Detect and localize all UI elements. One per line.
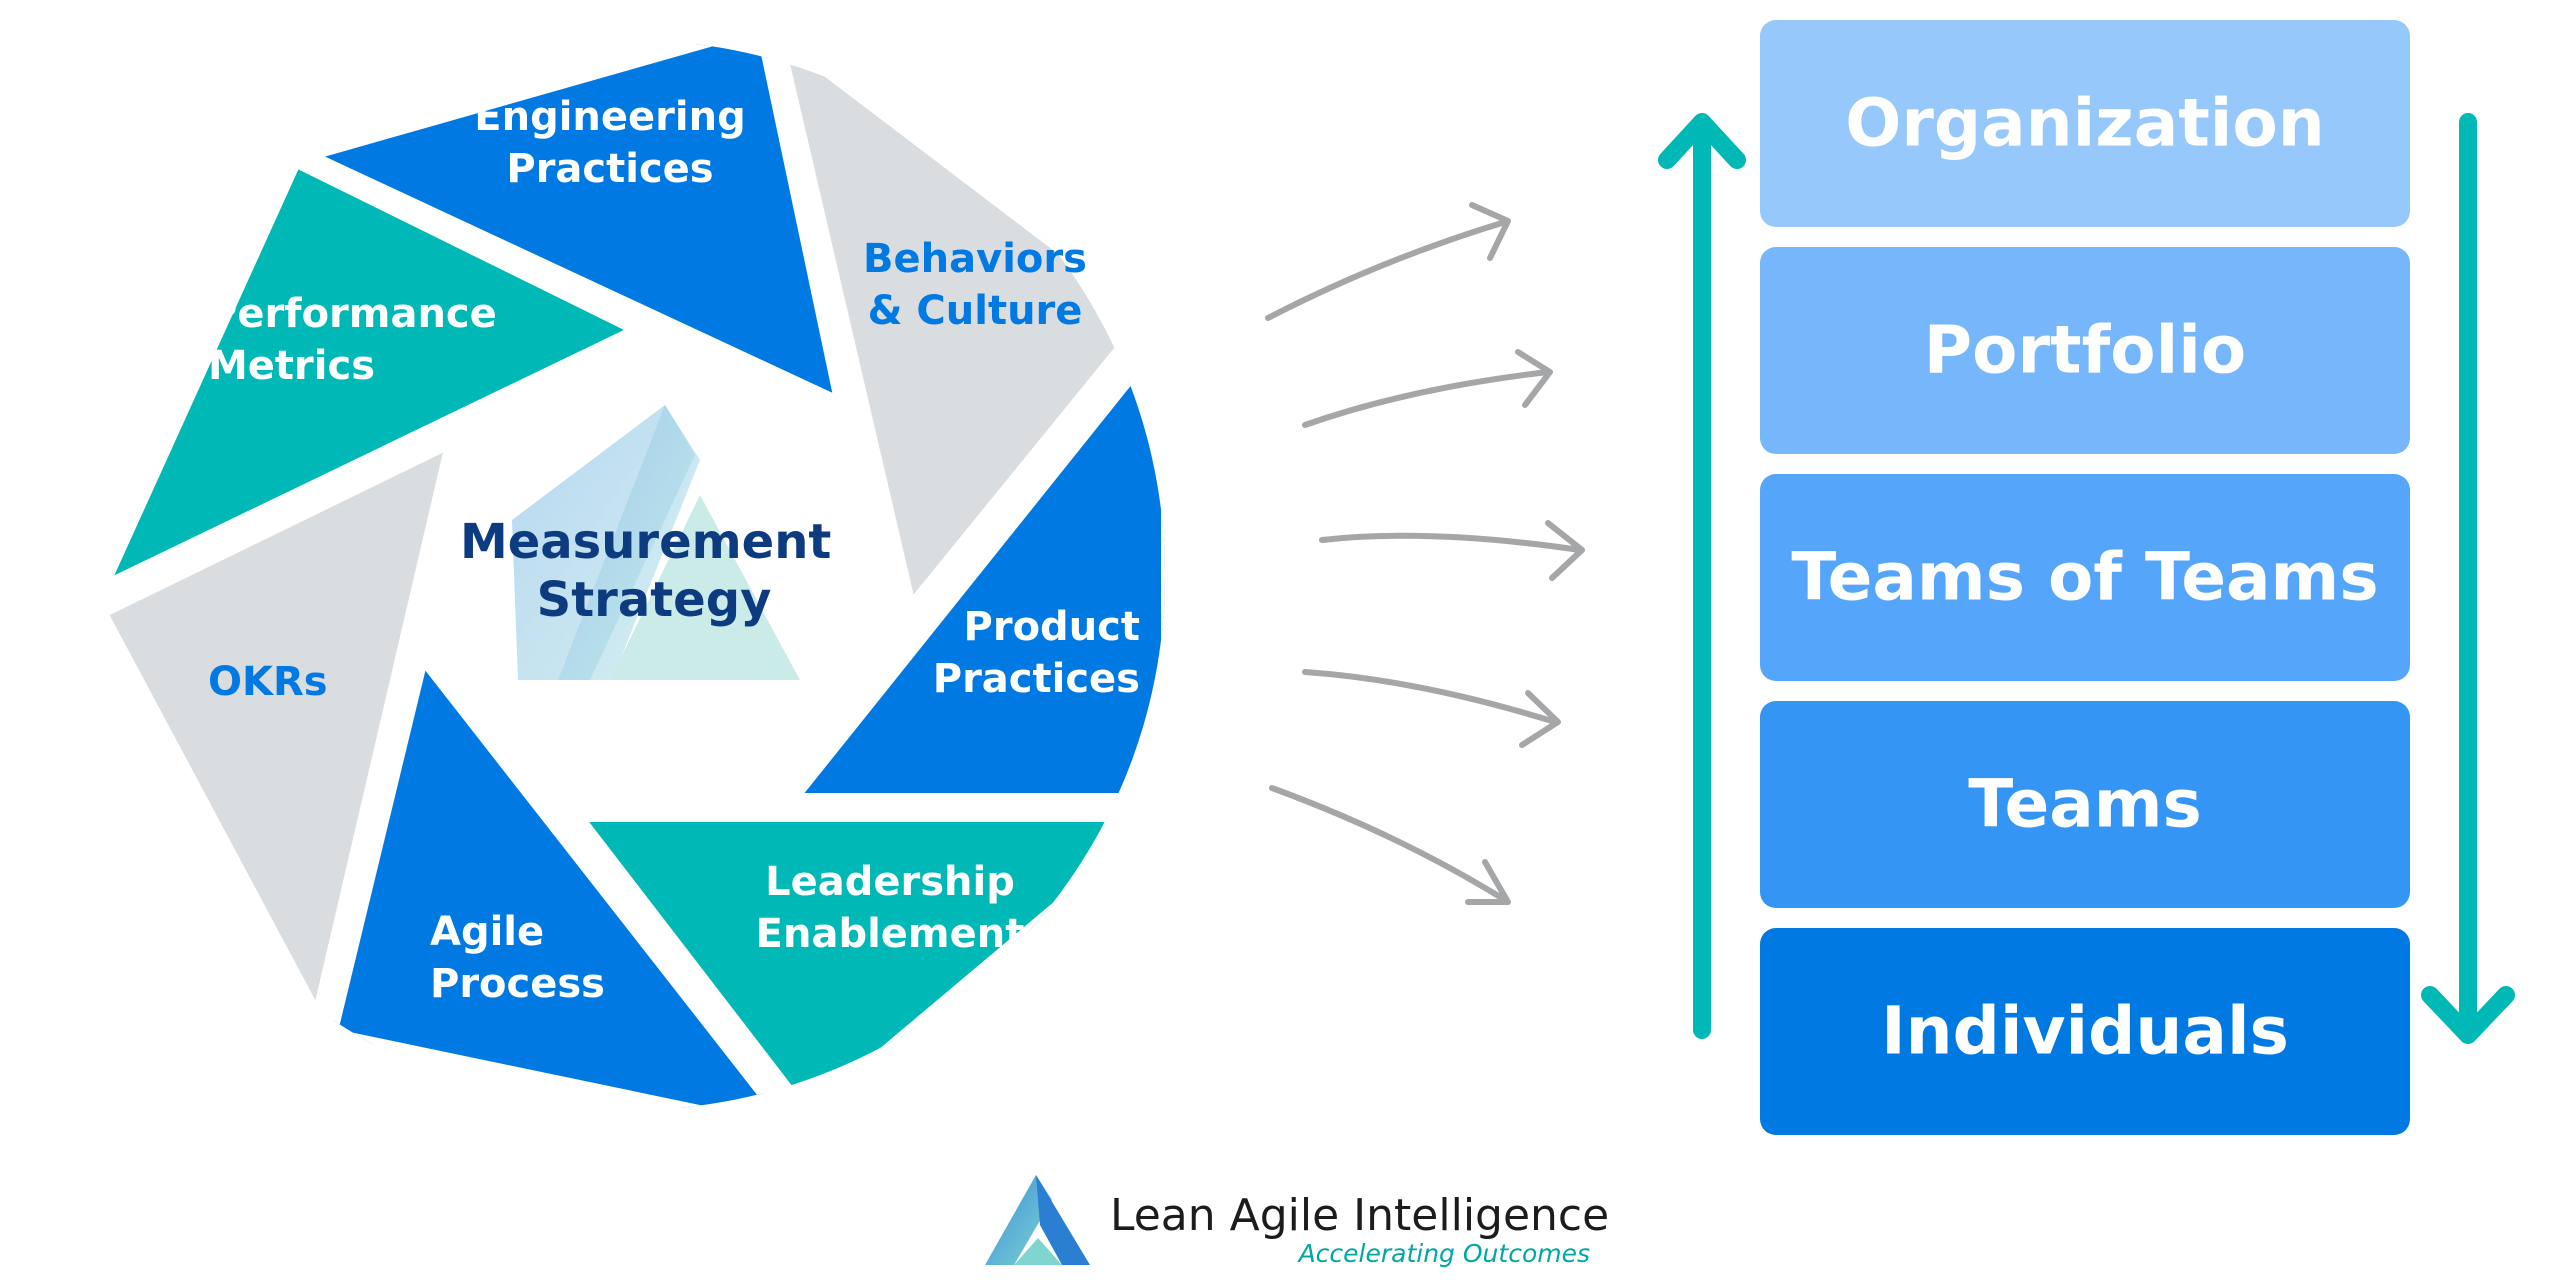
center-title: Measurement Strategy bbox=[460, 514, 848, 628]
level-box-teams-of-teams: Teams of Teams bbox=[1760, 474, 2410, 681]
level-label: Portfolio bbox=[1924, 312, 2246, 389]
brand-tagline: Accelerating Outcomes bbox=[1297, 1239, 1590, 1268]
connector-arrows bbox=[1265, 202, 1585, 905]
brand-logo-icon bbox=[985, 1175, 1090, 1265]
connector-arrow bbox=[1302, 669, 1561, 748]
segment-label-line: Practices bbox=[506, 146, 713, 192]
segment-label-line: Engineering bbox=[474, 94, 745, 140]
segment-agile-process bbox=[321, 639, 813, 1110]
segment-label-line: Process bbox=[430, 961, 605, 1007]
level-label: Teams of Teams bbox=[1791, 539, 2378, 616]
center-logo-mark bbox=[512, 405, 800, 680]
segment-behaviors-culture bbox=[763, 40, 1160, 626]
segment-label-line: Metrics bbox=[208, 343, 375, 389]
segment-label-line: & Culture bbox=[868, 288, 1083, 334]
segment-okrs bbox=[95, 427, 464, 1040]
level-box-organization: Organization bbox=[1760, 20, 2410, 227]
connector-arrow bbox=[1269, 785, 1511, 905]
segment-label-line: Agile bbox=[430, 909, 544, 955]
level-box-individuals: Individuals bbox=[1760, 928, 2410, 1135]
center-title-line-1: Measurement bbox=[460, 514, 831, 570]
segment-label-behaviors-culture: Behaviors & Culture bbox=[863, 236, 1087, 334]
segment-engineering-practices bbox=[285, 40, 852, 418]
segment-label-okrs: OKRs bbox=[208, 659, 328, 705]
brand-logo: Lean Agile Intelligence Accelerating Out… bbox=[985, 1175, 1609, 1268]
up-arrow bbox=[1658, 113, 1746, 1039]
segment-label-line: Practices bbox=[933, 656, 1140, 702]
segment-label-line: OKRs bbox=[208, 659, 328, 705]
segment-label-line: Product bbox=[964, 604, 1140, 650]
level-box-teams: Teams bbox=[1760, 701, 2410, 908]
segment-product-practices bbox=[775, 308, 1165, 807]
down-arrow bbox=[2421, 113, 2515, 1044]
segment-performance-metrics bbox=[95, 150, 656, 605]
segment-label-line: Behaviors bbox=[863, 236, 1087, 282]
segment-label-line: Performance bbox=[208, 291, 497, 337]
center-title-line-2: Strategy bbox=[537, 572, 772, 628]
connector-arrow bbox=[1319, 520, 1585, 581]
connector-arrow bbox=[1302, 349, 1553, 428]
level-label: Organization bbox=[1845, 85, 2325, 162]
segment-leadership-enablement bbox=[560, 808, 1165, 1110]
level-box-portfolio: Portfolio bbox=[1760, 247, 2410, 454]
connector-arrow bbox=[1265, 202, 1511, 321]
segment-label-line: Leadership bbox=[765, 859, 1015, 905]
level-label: Individuals bbox=[1881, 993, 2289, 1070]
brand-name: Lean Agile Intelligence bbox=[1110, 1190, 1609, 1241]
segment-label-line: Enablement bbox=[756, 911, 1025, 957]
level-label: Teams bbox=[1968, 766, 2202, 843]
